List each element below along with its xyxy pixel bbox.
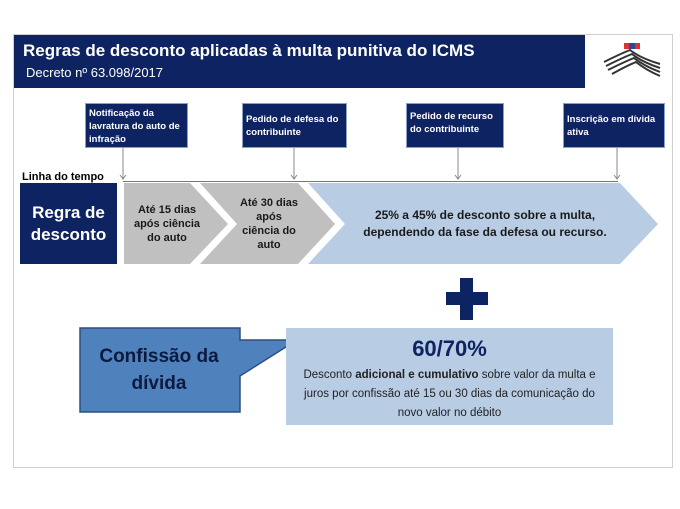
desc-text-rest: sobre valor da multa e juros por confiss… bbox=[304, 369, 596, 419]
event-defense: Pedido de defesa do contribuinte bbox=[242, 103, 347, 148]
timeline-line bbox=[123, 181, 618, 182]
event-notification: Notificação da lavratura do auto de infr… bbox=[85, 103, 188, 148]
slide-frame bbox=[13, 34, 673, 468]
stage-1-text: Até 15 dias após ciência do auto bbox=[133, 203, 201, 244]
confession-callout-text: Confissão da dívida bbox=[99, 346, 219, 394]
confession-description: Desconto adicional e cumulativo sobre va… bbox=[298, 366, 601, 423]
header-banner: Regras de desconto aplicadas à multa pun… bbox=[14, 35, 585, 88]
sao-paulo-logo-icon bbox=[603, 43, 661, 77]
page-subtitle: Decreto nº 63.098/2017 bbox=[26, 65, 164, 80]
confession-percent: 60/70% bbox=[412, 336, 487, 361]
plus-icon bbox=[446, 278, 488, 320]
discount-rule-label: Regra de desconto bbox=[20, 183, 117, 264]
event-debt-registration: Inscrição em dívida ativa bbox=[563, 103, 665, 148]
event-arrows bbox=[119, 148, 621, 180]
desc-bold: adicional e cumulativo bbox=[355, 369, 479, 381]
stage-chevrons bbox=[124, 183, 658, 264]
stage-2-chevron bbox=[200, 183, 335, 264]
stage-1-chevron bbox=[124, 183, 228, 264]
stage-2-text: Até 30 dias após ciência do auto bbox=[239, 196, 299, 251]
stage-3-chevron bbox=[308, 183, 658, 264]
timeline-label: Linha do tempo bbox=[22, 171, 104, 183]
stage-3-text: 25% a 45% de desconto sobre a multa, dep… bbox=[363, 207, 607, 239]
confession-callout-shape bbox=[79, 327, 300, 413]
page-title: Regras de desconto aplicadas à multa pun… bbox=[23, 41, 475, 60]
confession-discount-box: 60/70% Desconto adicional e cumulativo s… bbox=[286, 328, 613, 425]
event-appeal: Pedido de recurso do contribuinte bbox=[406, 103, 504, 148]
desc-text: Desconto bbox=[303, 369, 356, 381]
